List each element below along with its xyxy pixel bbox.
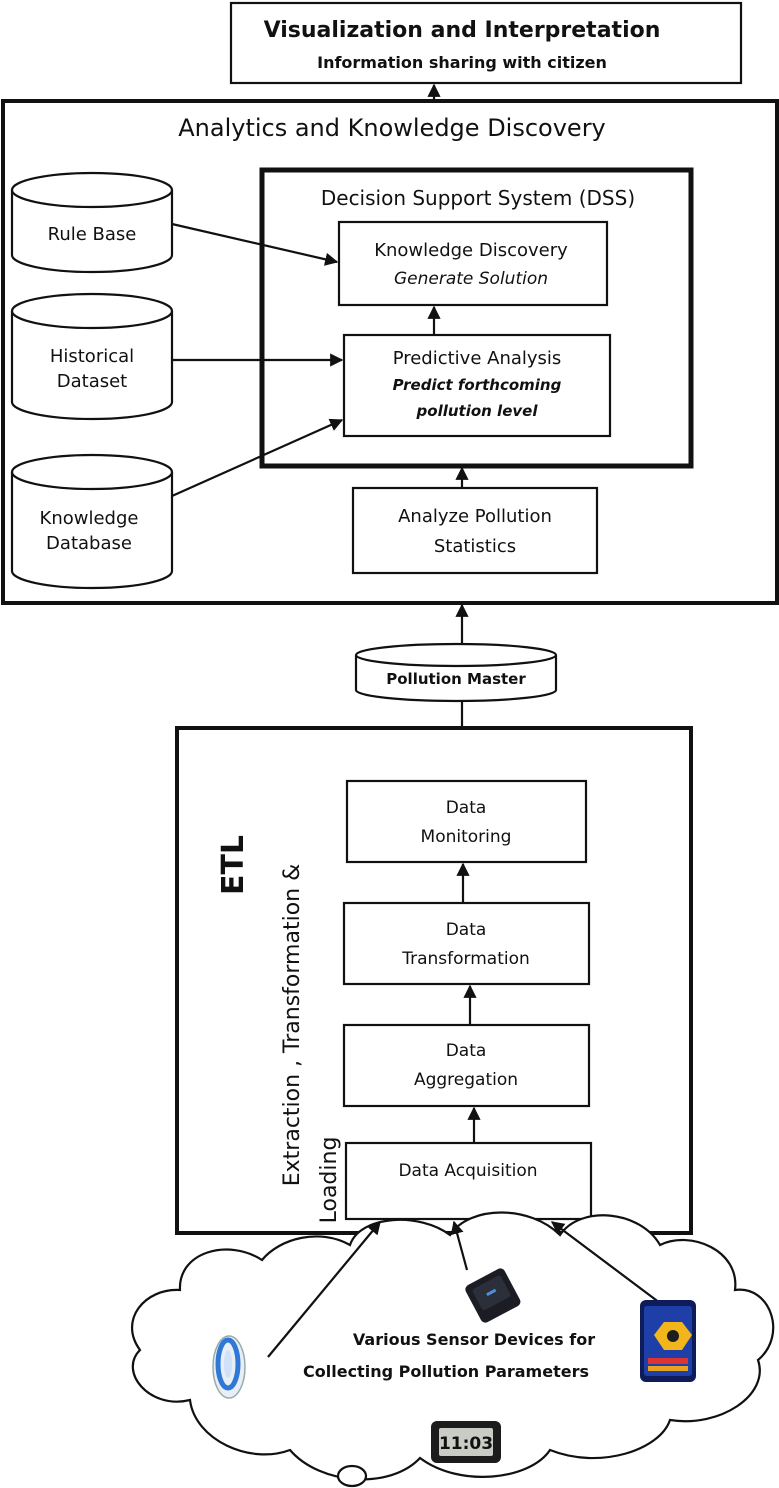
- data-monitoring-line1: Data: [446, 798, 487, 818]
- sensor-label-1: Various Sensor Devices for: [353, 1330, 595, 1349]
- cloud-tail-bubble: [336, 1464, 368, 1488]
- historical-label-2: Dataset: [57, 371, 128, 392]
- knowledge-discovery-box: Knowledge Discovery Generate Solution: [337, 220, 609, 307]
- knowledge-discovery-subtitle: Generate Solution: [394, 269, 548, 289]
- analyze-statistics-line1: Analyze Pollution: [398, 506, 552, 527]
- analyze-statistics-line2: Statistics: [434, 536, 516, 557]
- arrow-rulebase-to-knowledge-discovery: [171, 222, 339, 266]
- ring-sensor-icon: [212, 1335, 246, 1399]
- knowledge-database-cylinder: Knowledge Database: [10, 453, 174, 590]
- pollution-master-cylinder: Pollution Master: [354, 642, 558, 703]
- historical-dataset-cylinder: Historical Dataset: [10, 292, 174, 421]
- knowledge-database-label-2: Database: [46, 533, 132, 554]
- visualization-title: Visualization and Interpretation: [264, 18, 661, 43]
- data-transformation-line2: Transformation: [401, 949, 530, 969]
- line-ring-sensor-to-acquisition: [267, 1220, 381, 1358]
- arrow-knowledge-db-to-predictive: [171, 418, 344, 498]
- sensor-cloud: Various Sensor Devices for Collecting Po…: [131, 1211, 775, 1488]
- knowledge-database-label-1: Knowledge: [40, 508, 139, 529]
- data-transformation-line1: Data: [446, 920, 487, 940]
- pollution-master-label: Pollution Master: [386, 670, 526, 688]
- data-monitoring-box: Data Monitoring: [345, 779, 588, 864]
- predictive-analysis-subtitle-2: pollution level: [416, 402, 539, 420]
- data-acquisition-box: Data Acquisition: [344, 1141, 593, 1221]
- clock-device-icon: 11:03: [431, 1421, 501, 1463]
- analytics-frame: Analytics and Knowledge Discovery: [1, 99, 779, 605]
- rule-base-label: Rule Base: [48, 224, 137, 245]
- knowledge-discovery-title: Knowledge Discovery: [374, 240, 568, 261]
- dss-frame: Decision Support System (DSS): [259, 167, 694, 469]
- predictive-analysis-box: Predictive Analysis Predict forthcoming …: [342, 333, 612, 438]
- etl-side-label-1: Extraction , Transformation &: [280, 864, 305, 1187]
- data-acquisition-label: Data Acquisition: [398, 1161, 537, 1181]
- sensor-label-2: Collecting Pollution Parameters: [303, 1362, 589, 1381]
- phone-device-icon: [640, 1300, 696, 1382]
- analytics-title: Analytics and Knowledge Discovery: [178, 114, 606, 142]
- line-plug-sensor-to-acquisition: [450, 1220, 469, 1271]
- data-aggregation-box: Data Aggregation: [342, 1023, 591, 1108]
- historical-label-1: Historical: [50, 346, 134, 367]
- visualization-subtitle: Information sharing with citizen: [317, 53, 607, 72]
- data-aggregation-line1: Data: [446, 1041, 487, 1061]
- data-monitoring-line2: Monitoring: [421, 827, 512, 847]
- dss-title: Decision Support System (DSS): [321, 186, 635, 210]
- etl-title: ETL: [216, 835, 251, 895]
- clock-display-text: 11:03: [439, 1434, 493, 1454]
- predictive-analysis-title: Predictive Analysis: [393, 348, 562, 369]
- data-aggregation-line2: Aggregation: [414, 1070, 518, 1090]
- line-phone-to-acquisition: [550, 1221, 661, 1304]
- visualization-box: Visualization and Interpretation Informa…: [229, 1, 743, 85]
- data-transformation-box: Data Transformation: [342, 901, 591, 986]
- analyze-statistics-box: Analyze Pollution Statistics: [351, 486, 599, 575]
- plug-sensor-icon: [465, 1268, 521, 1323]
- rule-base-cylinder: Rule Base: [10, 171, 174, 274]
- etl-side-label-2: Loading: [317, 1137, 342, 1224]
- predictive-analysis-subtitle-1: Predict forthcoming: [393, 376, 562, 394]
